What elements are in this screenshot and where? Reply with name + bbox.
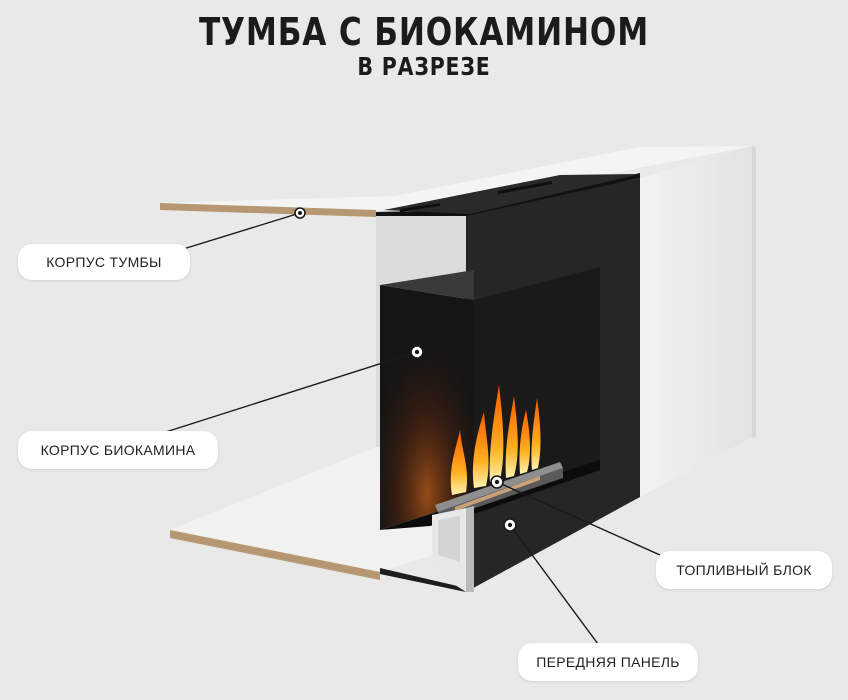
page-title: ТУМБА С БИОКАМИНОМ <box>198 10 650 54</box>
page-subtitle: В РАЗРЕЗЕ <box>357 52 491 81</box>
leader-line-cabinet-body <box>179 212 301 251</box>
front-panel <box>432 506 474 592</box>
label-front-panel: ПЕРЕДНЯЯ ПАНЕЛЬ <box>518 643 698 681</box>
label-fireplace-body: КОРПУС БИОКАМИНА <box>18 431 218 469</box>
label-cabinet-body: КОРПУС ТУМБЫ <box>18 244 190 280</box>
cabinet-top-panel <box>160 146 752 217</box>
leader-line-fuel-block <box>496 481 661 556</box>
label-fuel-block: ТОПЛИВНЫЙ БЛОК <box>656 551 832 589</box>
leader-line-front-panel <box>509 524 599 645</box>
callout-markers <box>294 207 517 532</box>
cabinet-side-panel <box>640 146 756 497</box>
leader-line-fireplace-body <box>149 351 418 438</box>
flames <box>450 385 541 495</box>
